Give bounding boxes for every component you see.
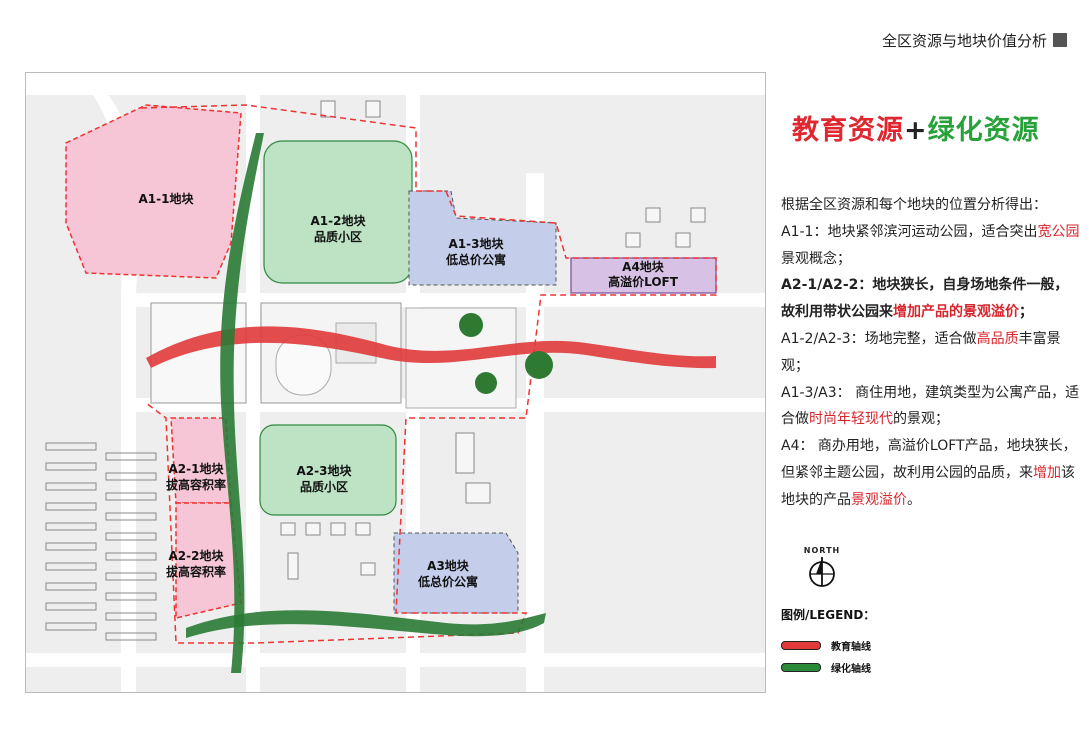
site-plan-map: A1-1地块 A1-2地块 品质小区 A1-3地块 低总价公寓 A4地块 高溢价…	[25, 72, 766, 693]
plot-a1-1	[65, 104, 242, 279]
heading-plus: +	[904, 115, 928, 146]
a4-mid: 该地块的产品	[781, 464, 1075, 508]
label-a1-3-line1: A1-3地块	[449, 236, 505, 251]
label-a2-2-line2: 拔高容积率	[166, 564, 226, 579]
header-square-icon	[1053, 33, 1067, 47]
label-a1-2-line1: A1-2地块	[311, 213, 367, 228]
site-plan-svg: A1-1地块 A1-2地块 品质小区 A1-3地块 低总价公寓 A4地块 高溢价…	[26, 73, 765, 693]
plot-a1-2	[263, 140, 413, 284]
a4-text: A4： 商办用地，高溢价LOFT产品，地块狭长，但紧邻主题公园，故利用公园的品质…	[781, 438, 1077, 481]
label-a2-1-line2: 拔高容积率	[166, 477, 226, 492]
analysis-intro: 根据全区资源和每个地块的位置分析得出：	[781, 197, 1047, 213]
a4-highlight-1: 增加	[1033, 464, 1061, 481]
analysis-a1-1: A1-1：地块紧邻滨河运动公园，适合突出宽公园景观概念；	[781, 219, 1081, 273]
label-a3-line1: A3地块	[427, 558, 470, 573]
a1-2-tail: 丰富景观；	[781, 330, 1061, 374]
analysis-a2-1: A2-1/A2-2：地块狭长，自身场地条件一般，故利用带状公园来增加产品的景观溢…	[781, 272, 1081, 326]
label-a2-1-line1: A2-1地块	[169, 461, 225, 476]
a1-1-tail: 景观概念；	[781, 250, 851, 267]
buildings-west	[45, 442, 157, 641]
a2-1-tail: ；	[1019, 304, 1033, 321]
label-a3-line2: 低总价公寓	[417, 574, 478, 589]
analysis-a4: A4： 商办用地，高溢价LOFT产品，地块狭长，但紧邻主题公园，故利用公园的品质…	[781, 433, 1081, 513]
compass-icon	[809, 557, 835, 587]
plot-a2-3	[259, 424, 397, 516]
a2-1-text: A2-1/A2-2：地块狭长，自身场地条件一般，故利用带状公园来	[781, 277, 1069, 321]
legend-label-education: 教育轴线	[831, 642, 871, 653]
greenery-axis-horizontal	[186, 610, 546, 638]
a1-2-text: A1-2/A2-3：场地完整，适合做	[781, 330, 977, 347]
heading-education: 教育资源	[792, 115, 904, 146]
analysis-text: 根据全区资源和每个地块的位置分析得出： A1-1：地块紧邻滨河运动公园，适合突出…	[781, 192, 1081, 514]
greenery-swatch-icon	[781, 663, 821, 672]
a2-1-highlight: 增加产品的景观溢价	[893, 304, 1019, 321]
resource-heading: 教育资源+绿化资源	[792, 108, 1040, 147]
label-a2-3-line1: A2-3地块	[297, 463, 353, 478]
label-a1-2-line2: 品质小区	[314, 229, 362, 244]
a1-3-tail: 的景观；	[893, 411, 949, 428]
label-a1-3-line2: 低总价公寓	[445, 252, 506, 267]
buildings-north	[280, 100, 706, 580]
plot-a1-3	[408, 190, 557, 286]
a4-highlight-2: 景观溢价	[851, 491, 907, 508]
label-a1-1-line1: A1-1地块	[139, 191, 195, 206]
a1-1-text: A1-1：地块紧邻滨河运动公园，适合突出	[781, 223, 1038, 240]
a1-3-highlight: 时尚年轻现代	[809, 411, 893, 428]
plot-a3	[393, 532, 519, 614]
a1-1-highlight: 宽公园	[1037, 223, 1080, 240]
label-a2-2-line1: A2-2地块	[169, 548, 225, 563]
site-boundary	[140, 104, 717, 644]
north-label: NORTH	[803, 546, 841, 555]
page-title: 全区资源与地块价值分析	[881, 32, 1047, 50]
education-swatch-icon	[781, 641, 821, 650]
greenery-axis-vertical	[220, 133, 264, 673]
analysis-a1-2: A1-2/A2-3：场地完整，适合做高品质丰富景观；	[781, 326, 1081, 380]
legend-title: 图例/LEGEND：	[781, 608, 876, 622]
north-arrow: NORTH	[800, 546, 844, 593]
analysis-a1-3: A1-3/A3： 商住用地，建筑类型为公寓产品，适合做时尚年轻现代的景观；	[781, 380, 1081, 434]
heading-greenery: 绿化资源	[927, 115, 1040, 146]
a1-3-text: A1-3/A3： 商住用地，建筑类型为公寓产品，适合做	[781, 384, 1080, 428]
label-a4-line1: A4地块	[622, 259, 665, 274]
plot-a4	[570, 257, 717, 294]
label-a4-line2: 高溢价LOFT	[608, 274, 679, 289]
a1-2-highlight: 高品质	[976, 330, 1019, 347]
legend-label-greenery: 绿化轴线	[831, 664, 871, 675]
plot-labels: A1-1地块 A1-2地块 品质小区 A1-3地块 低总价公寓 A4地块 高溢价…	[139, 191, 679, 589]
trees	[459, 313, 553, 394]
education-axis	[146, 326, 716, 369]
label-a2-3-line2: 品质小区	[300, 479, 348, 494]
a4-tail: 。	[907, 491, 921, 508]
